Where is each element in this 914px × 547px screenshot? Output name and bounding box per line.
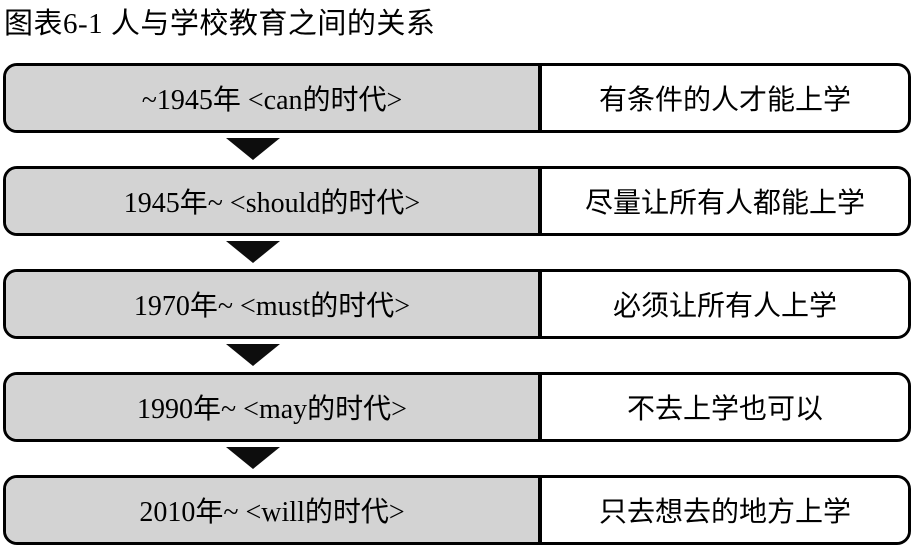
era-label: 1990年~ <may的时代> <box>137 394 407 425</box>
description-cell: 不去上学也可以 <box>542 375 908 439</box>
flow-separator-2 <box>3 236 911 269</box>
description-label: 不去上学也可以 <box>626 394 823 425</box>
era-cell: 1945年~ <should的时代> <box>6 169 542 233</box>
description-cell: 有条件的人才能上学 <box>542 66 908 130</box>
arrow-down-icon <box>226 138 280 160</box>
era-cell: 2010年~ <will的时代> <box>6 478 542 542</box>
description-cell: 只去想去的地方上学 <box>542 478 908 542</box>
era-label: ~1945年 <can的时代> <box>141 85 403 116</box>
description-label: 有条件的人才能上学 <box>598 85 851 116</box>
description-cell: 尽量让所有人都能上学 <box>542 169 908 233</box>
era-cell: 1990年~ <may的时代> <box>6 375 542 439</box>
era-label: 2010年~ <will的时代> <box>139 497 405 528</box>
flow-row-4: 1990年~ <may的时代> 不去上学也可以 <box>3 372 911 442</box>
era-label: 1945年~ <should的时代> <box>123 188 421 219</box>
flow-separator-1 <box>3 133 911 166</box>
description-label: 尽量让所有人都能上学 <box>584 188 865 219</box>
description-cell: 必须让所有人上学 <box>542 272 908 336</box>
era-label: 1970年~ <must的时代> <box>133 291 411 322</box>
era-cell: 1970年~ <must的时代> <box>6 272 542 336</box>
figure-title: 图表6-1 人与学校教育之间的关系 <box>4 8 436 40</box>
flow-row-3: 1970年~ <must的时代> 必须让所有人上学 <box>3 269 911 339</box>
flow-row-1: ~1945年 <can的时代> 有条件的人才能上学 <box>3 63 911 133</box>
flow-row-2: 1945年~ <should的时代> 尽量让所有人都能上学 <box>3 166 911 236</box>
era-cell: ~1945年 <can的时代> <box>6 66 542 130</box>
timeline-diagram: ~1945年 <can的时代> 有条件的人才能上学 1945年~ <should… <box>3 63 911 545</box>
flow-separator-4 <box>3 442 911 475</box>
flow-separator-3 <box>3 339 911 372</box>
arrow-down-icon <box>226 241 280 263</box>
arrow-down-icon <box>226 447 280 469</box>
description-label: 必须让所有人上学 <box>612 291 837 322</box>
description-label: 只去想去的地方上学 <box>598 497 851 528</box>
flow-row-5: 2010年~ <will的时代> 只去想去的地方上学 <box>3 475 911 545</box>
arrow-down-icon <box>226 344 280 366</box>
